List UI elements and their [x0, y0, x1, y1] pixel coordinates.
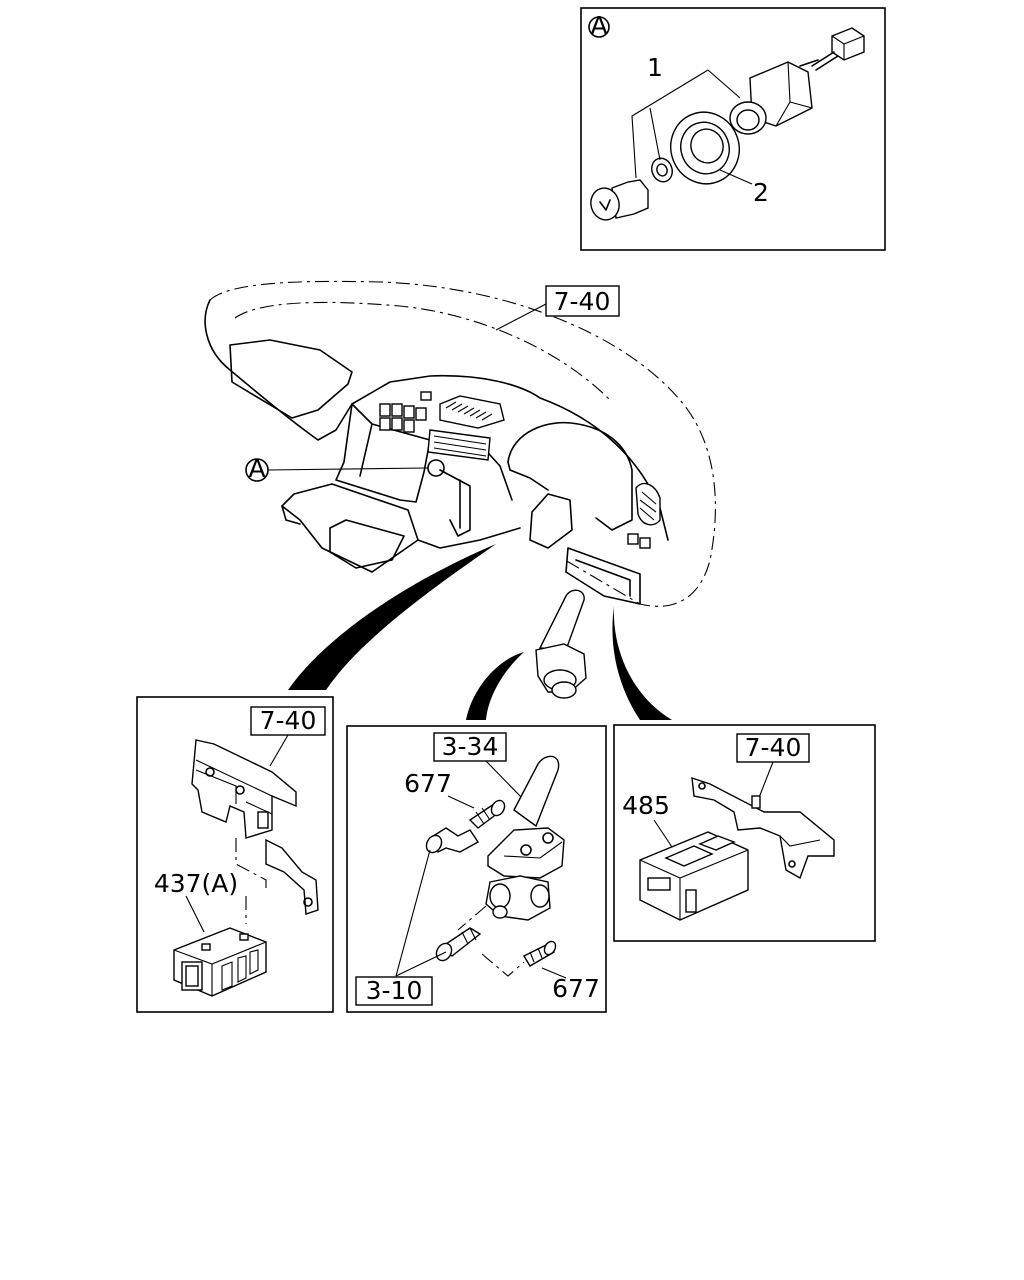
dashboard-assembly: 7-40 A [204, 280, 716, 607]
fitting-lower-icon [523, 940, 557, 967]
right-part-485: 485 [622, 791, 670, 820]
left-ref-7-40: 7-40 [260, 706, 317, 735]
center-ref-3-34: 3-34 [442, 732, 499, 761]
detail-a-panel: A [580, 7, 886, 251]
callout-1: 1 [647, 53, 663, 82]
fitting-upper-icon [468, 799, 506, 829]
brake-valve-detail-icon [485, 755, 565, 921]
trim-ring-icon [670, 111, 740, 185]
brake-valve-icon [535, 589, 587, 699]
ignition-switch-body-icon [729, 59, 819, 135]
washer-icon [651, 157, 673, 183]
right-ref-7-40: 7-40 [745, 733, 802, 762]
center-detail-panel: 3-34 677 [346, 725, 607, 1013]
detail-a-marker: A [590, 11, 607, 40]
module-485-icon [639, 831, 749, 921]
dashboard-marker-a: A [248, 454, 265, 483]
connector-3-10-icon [435, 927, 482, 962]
switch-437a-icon [173, 927, 267, 997]
center-label-677-upper: 677 [404, 769, 452, 798]
dashboard-ref-7-40: 7-40 [554, 287, 611, 316]
connector-plug-icon [811, 27, 865, 71]
left-part-437a: 437(A) [154, 869, 238, 898]
center-ref-3-10: 3-10 [366, 976, 423, 1005]
center-label-677-lower: 677 [552, 974, 600, 1003]
left-detail-panel: 7-40 437(A) [136, 696, 334, 1013]
elbow-fitting-icon [425, 827, 480, 854]
pointer-arrows [288, 544, 672, 720]
key-cylinder-icon [590, 179, 649, 221]
callout-2: 2 [753, 178, 769, 207]
right-detail-panel: 7-40 485 [613, 724, 876, 942]
